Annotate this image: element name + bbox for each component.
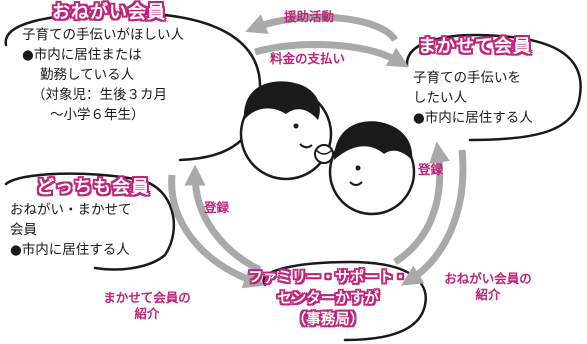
onegai-line-4: （対象児：生後３カ月 <box>32 87 167 103</box>
adult-figure <box>239 81 333 181</box>
center-line-1: ファミリー・サポート・ <box>248 270 408 286</box>
docchimo-title: どっちも会員 <box>36 177 150 198</box>
flow-register-right-label: 登録 <box>418 162 444 177</box>
onegai-line-2: ●市内に居住または <box>22 47 142 63</box>
makasete-swoosh <box>405 33 582 142</box>
register-left-arrow <box>184 164 262 274</box>
flow-register-left-label: 登録 <box>204 200 230 215</box>
flow-intro-onegai-label-1: おねがい会員の <box>444 271 532 286</box>
flow-intro-makasete-label-2: 紹介 <box>134 306 160 321</box>
flow-intro-makasete-label-1: まかせて会員の <box>103 290 191 305</box>
payment-arrow <box>254 41 410 68</box>
docchimo-line-1: おねがい・まかせて <box>10 202 132 218</box>
center-line-3: （事務局） <box>291 312 365 328</box>
flow-intro-onegai-label-2: 紹介 <box>475 287 501 302</box>
onegai-line-1: 子育ての手伝いがほしい人 <box>22 27 184 43</box>
makasete-line-3: ●市内に居住する人 <box>413 110 533 126</box>
register-right-arrow <box>393 141 450 265</box>
intro-onegai-arrow <box>401 149 467 286</box>
flow-payment-label: 料金の支払い <box>270 51 346 66</box>
onegai-line-5: ～小学６年生） <box>50 107 145 123</box>
docchimo-line-3: ●市内に居住する人 <box>10 242 130 258</box>
docchimo-swoosh <box>4 172 176 271</box>
docchimo-line-2: 会員 <box>10 222 37 238</box>
child-figure <box>328 121 416 216</box>
flow-support-label: 援助活動 <box>284 9 335 24</box>
makasete-line-2: したい人 <box>413 90 467 106</box>
support-arrow <box>245 13 398 43</box>
makasete-line-1: 子育ての手伝いを <box>413 70 521 86</box>
intro-makasete-arrow <box>168 174 265 289</box>
onegai-line-3: 勤務している人 <box>40 67 135 83</box>
makasete-title: まかせて会員 <box>418 36 532 57</box>
ball-icon <box>314 144 334 164</box>
onegai-title: おねがい会員 <box>52 2 166 23</box>
center-line-2: センターかすが <box>277 291 379 307</box>
